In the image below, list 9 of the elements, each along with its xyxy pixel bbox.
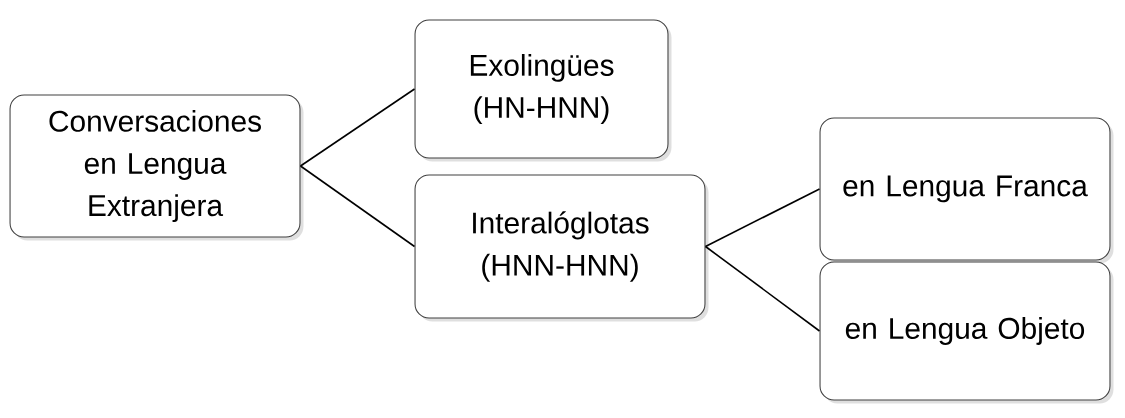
connector-line <box>299 165 416 248</box>
process-box: en Lengua Objeto <box>819 261 1114 404</box>
connector-line <box>299 88 416 167</box>
connector-line <box>704 245 821 332</box>
connector-line <box>704 188 821 248</box>
process-box: Exolingües (HN-HNN) <box>414 19 672 162</box>
process-box: en Lengua Franca <box>819 117 1114 264</box>
process-box: Interalóglotas (HNN-HNN) <box>414 174 709 322</box>
process-box: Conversaciones en Lengua Extranjera <box>9 94 304 241</box>
